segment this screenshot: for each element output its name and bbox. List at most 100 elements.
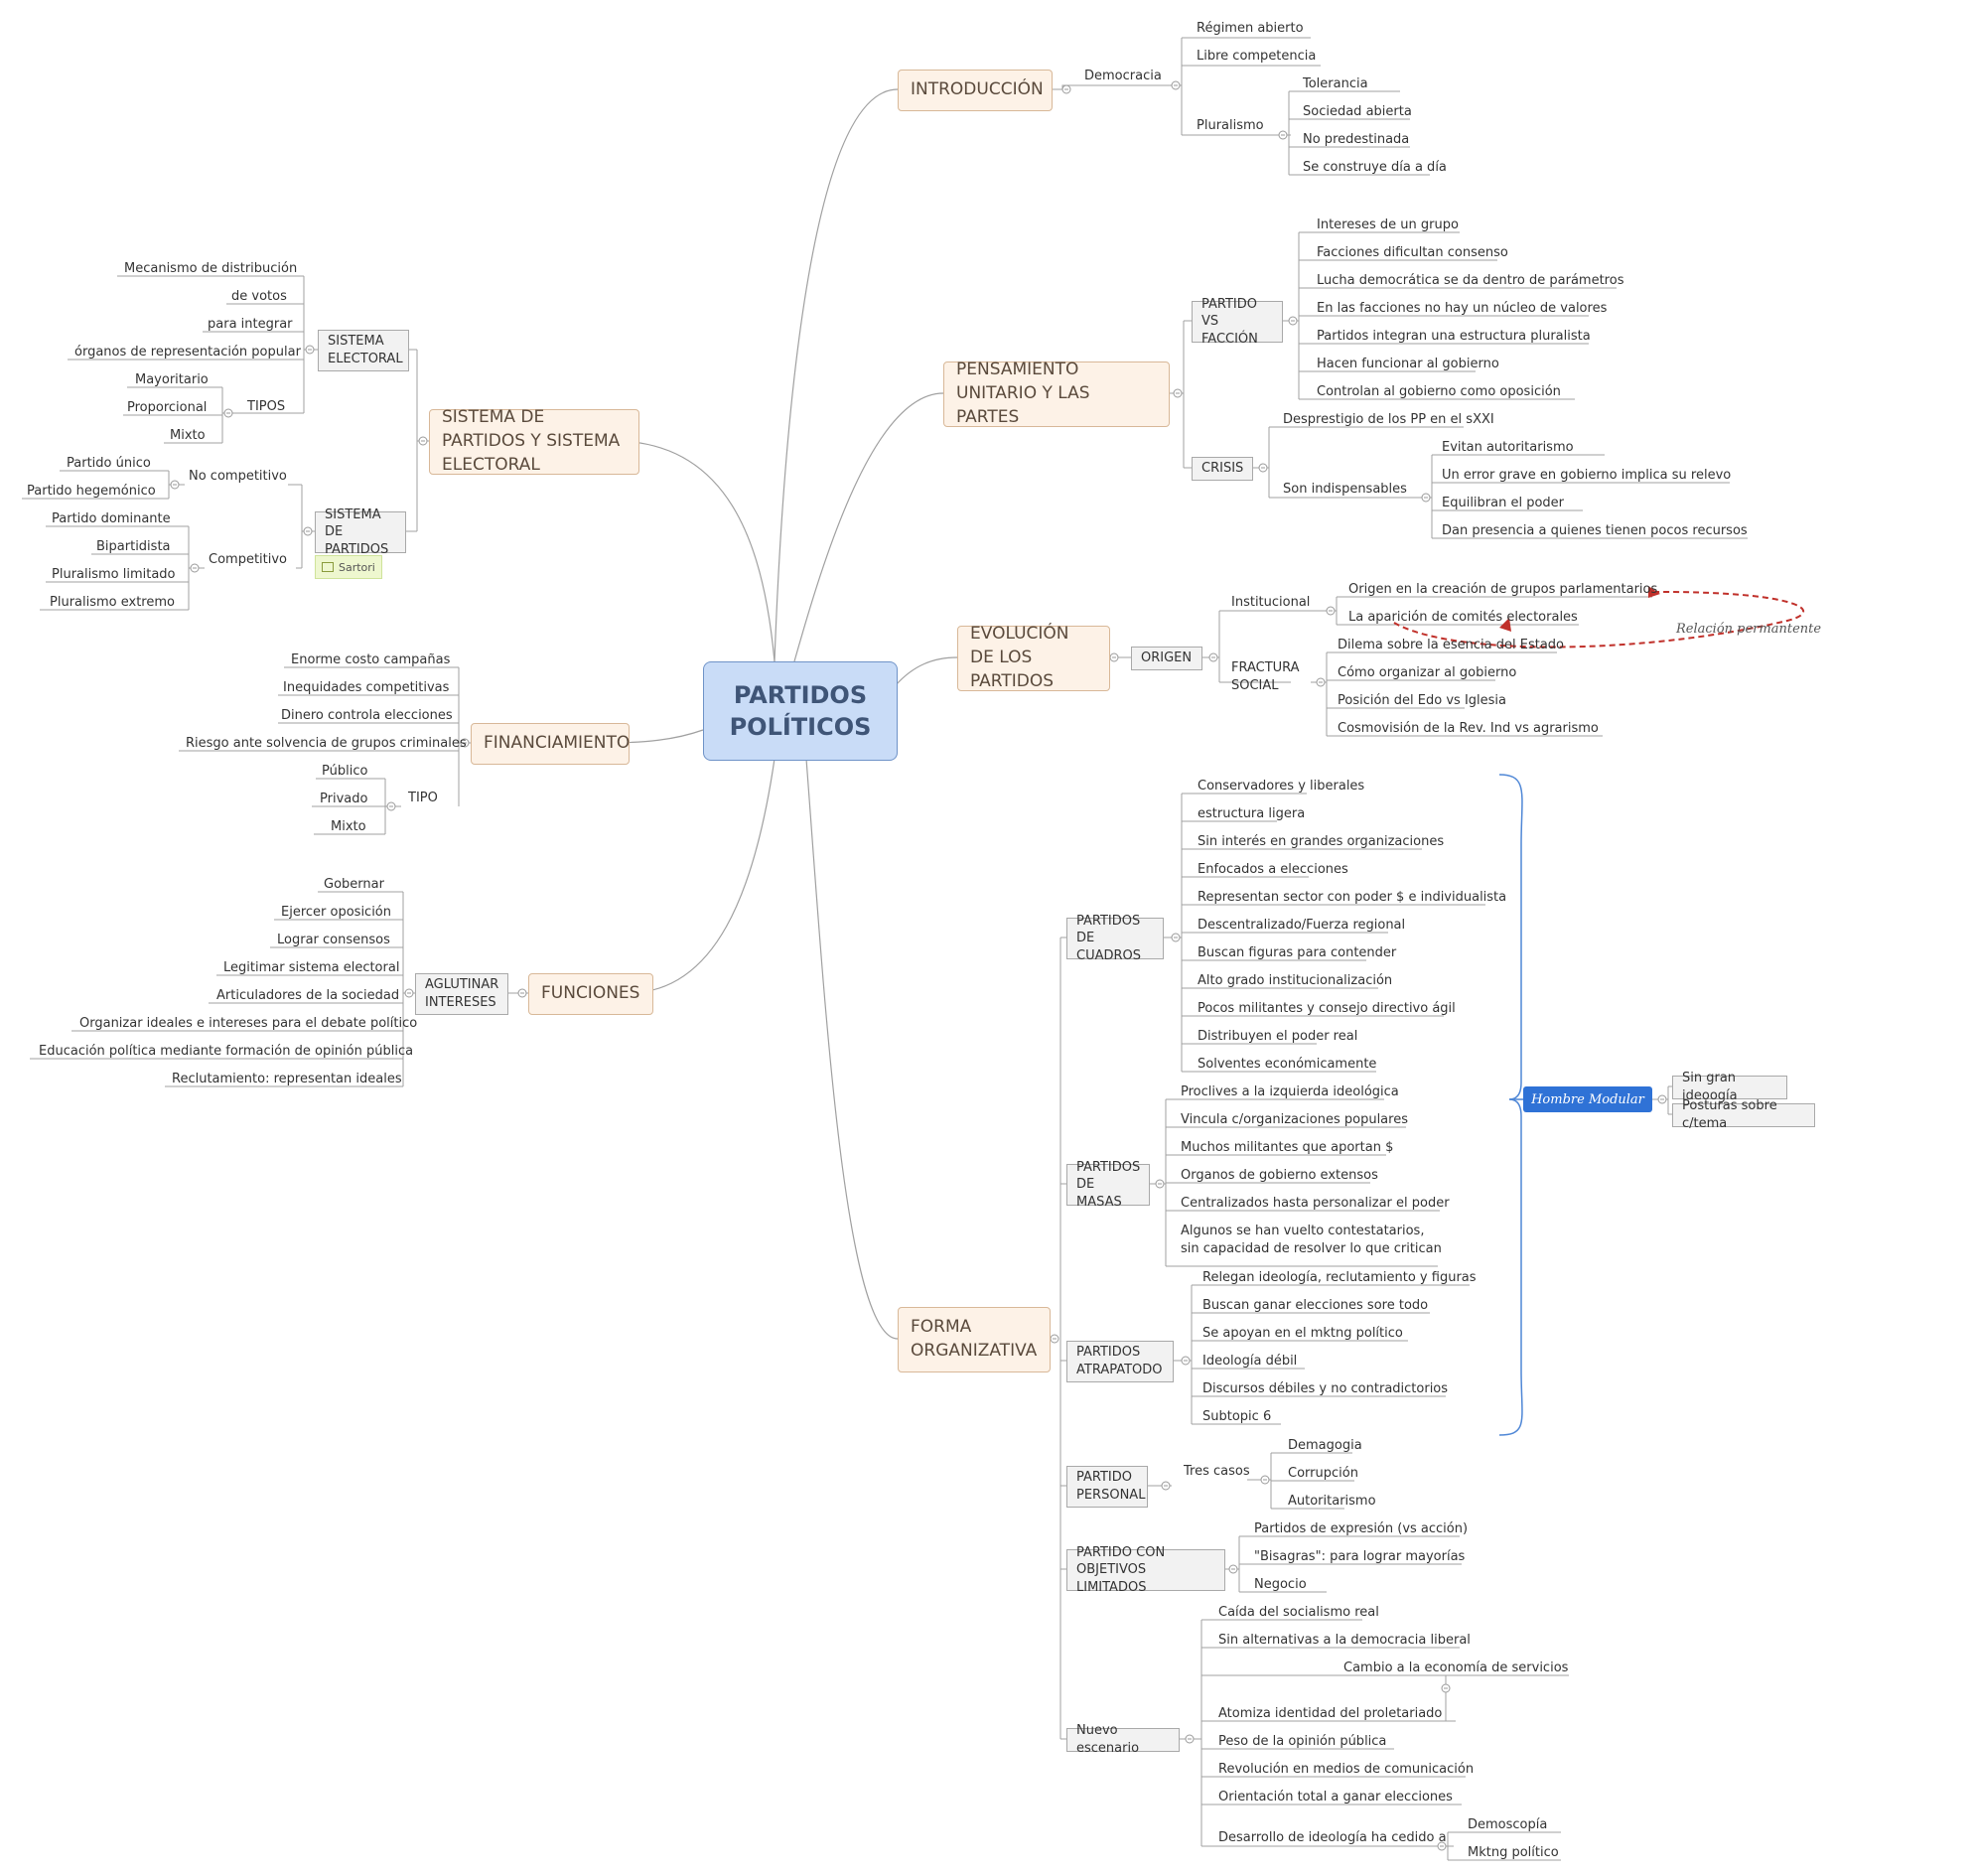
leaf-dinero-controla[interactable]: Dinero controla elecciones [281,708,453,723]
leaf-se-construye[interactable]: Se construye día a día [1303,160,1447,175]
leaf-lucha-democratica[interactable]: Lucha democrática se da dentro de paráme… [1317,273,1624,288]
leaf-organos-representacion[interactable]: órganos de representación popular [74,345,301,360]
leaf-no-predestinada[interactable]: No predestinada [1303,132,1410,147]
topic-hombre-modular[interactable]: Hombre Modular [1523,1086,1652,1112]
leaf-de-votos[interactable]: de votos [231,289,287,304]
leaf-intereses-grupo[interactable]: Intereses de un grupo [1317,217,1459,232]
leaf-atrapatodo-2[interactable]: Buscan ganar elecciones sore todo [1202,1298,1429,1313]
leaf-atrapatodo-4[interactable]: Ideología débil [1202,1354,1298,1369]
leaf-mecanismo[interactable]: Mecanismo de distribución [124,261,298,276]
topic-partidos-masas[interactable]: PARTIDOS DE MASAS [1066,1160,1150,1210]
leaf-pluralismo-limitado[interactable]: Pluralismo limitado [52,567,176,582]
leaf-cuadros-1[interactable]: Conservadores y liberales [1198,779,1365,794]
label-tipo[interactable]: TIPO [408,791,438,805]
leaf-origen-grupos-parlamentarios[interactable]: Origen en la creación de grupos parlamen… [1348,582,1658,597]
leaf-sociedad-abierta[interactable]: Sociedad abierta [1303,104,1412,119]
leaf-atrapatodo-5[interactable]: Discursos débiles y no contradictorios [1202,1381,1449,1396]
topic-aglutinar-intereses[interactable]: AGLUTINAR INTERESES [415,973,508,1015]
leaf-riesgo-solvencia[interactable]: Riesgo ante solvencia de grupos criminal… [186,736,467,751]
leaf-atomiza-identidad[interactable]: Atomiza identidad del proletariado [1218,1706,1443,1721]
leaf-cuadros-3[interactable]: Sin interés en grandes organizaciones [1198,834,1445,849]
topic-partido-personal[interactable]: PARTIDO PERSONAL [1066,1466,1148,1508]
leaf-proporcional[interactable]: Proporcional [127,400,208,415]
leaf-dan-presencia[interactable]: Dan presencia a quienes tienen pocos rec… [1442,523,1748,538]
leaf-articuladores[interactable]: Articuladores de la sociedad [216,988,400,1003]
topic-partidos-cuadros[interactable]: PARTIDOS DE CUADROS [1066,914,1164,963]
topic-introduccion[interactable]: INTRODUCCIÓN [898,70,1053,111]
leaf-autoritarismo[interactable]: Autoritarismo [1288,1494,1376,1509]
leaf-comites-electorales[interactable]: La aparición de comités electorales [1348,610,1578,625]
topic-funciones[interactable]: FUNCIONES [528,973,653,1015]
leaf-mayoritario[interactable]: Mayoritario [135,372,209,387]
leaf-mixto-electoral[interactable]: Mixto [170,428,206,443]
label-competitivo[interactable]: Competitivo [209,552,288,567]
topic-sin-gran-ideologia[interactable]: Sin gran ideoogía [1672,1071,1787,1103]
topic-nuevo-escenario[interactable]: Nuevo escenario [1066,1723,1180,1756]
leaf-cuadros-9[interactable]: Pocos militantes y consejo directivo ági… [1198,1001,1456,1016]
leaf-cuadros-4[interactable]: Enfocados a elecciones [1198,862,1348,877]
leaf-sin-alternativas[interactable]: Sin alternativas a la democracia liberal [1218,1633,1471,1648]
leaf-masas-3[interactable]: Muchos militantes que aportan $ [1181,1140,1394,1155]
topic-crisis[interactable]: CRISIS [1192,457,1253,481]
leaf-demoscopia[interactable]: Demoscopía [1468,1817,1548,1832]
leaf-reclutamiento[interactable]: Reclutamiento: representan ideales [172,1072,402,1086]
topic-sistema-partidos[interactable]: SISTEMA DE PARTIDOS Y SISTEMA ELECTORAL [429,407,639,475]
leaf-orientacion-elecciones[interactable]: Orientación total a ganar elecciones [1218,1790,1453,1804]
leaf-ejercer-oposicion[interactable]: Ejercer oposición [281,905,392,920]
leaf-cuadros-11[interactable]: Solventes económicamente [1198,1057,1377,1072]
leaf-masas-2[interactable]: Vincula c/organizaciones populares [1181,1112,1408,1127]
leaf-evitan-autoritarismo[interactable]: Evitan autoritarismo [1442,440,1574,455]
leaf-facciones-consenso[interactable]: Facciones dificultan consenso [1317,245,1508,260]
topic-posturas-tema[interactable]: Posturas sobre c/tema [1672,1098,1815,1131]
leaf-atrapatodo-6[interactable]: Subtopic 6 [1202,1409,1272,1424]
leaf-masas-6[interactable]: Algunos se han vuelto contestatarios,sin… [1181,1224,1442,1256]
leaf-funcionar-gobierno[interactable]: Hacen funcionar al gobierno [1317,357,1499,371]
leaf-corrupcion[interactable]: Corrupción [1288,1466,1358,1481]
leaf-atrapatodo-3[interactable]: Se apoyan en el mktng político [1202,1326,1403,1341]
leaf-equilibran-poder[interactable]: Equilibran el poder [1442,496,1565,510]
leaf-estructura-pluralista[interactable]: Partidos integran una estructura plurali… [1317,329,1591,344]
label-desarrollo-ideologia[interactable]: Desarrollo de ideología ha cedido a [1218,1830,1447,1845]
leaf-revolucion-medios[interactable]: Revolución en medios de comunicación [1218,1762,1475,1777]
leaf-cuadros-7[interactable]: Buscan figuras para contender [1198,945,1397,960]
leaf-cosmovision[interactable]: Cosmovisión de la Rev. Ind vs agrarismo [1338,721,1599,736]
leaf-partido-hegemonico[interactable]: Partido hegemónico [27,484,156,499]
leaf-controlan-gobierno[interactable]: Controlan al gobierno como oposición [1317,384,1561,399]
leaf-caida-socialismo[interactable]: Caída del socialismo real [1218,1605,1379,1620]
leaf-tolerancia[interactable]: Tolerancia [1303,76,1368,91]
leaf-libre-competencia[interactable]: Libre competencia [1197,49,1317,64]
note-sartori[interactable]: Sartori [315,555,382,579]
leaf-dilema-estado[interactable]: Dilema sobre la esencia del Estado [1338,638,1564,652]
leaf-bisagras[interactable]: "Bisagras": para lograr mayorías [1254,1549,1466,1564]
leaf-para-integrar[interactable]: para integrar [208,317,293,332]
leaf-bipartidista[interactable]: Bipartidista [96,539,171,554]
topic-origen[interactable]: ORIGEN [1131,647,1202,670]
leaf-partidos-expresion[interactable]: Partidos de expresión (vs acción) [1254,1521,1469,1536]
leaf-nucleo-valores[interactable]: En las facciones no hay un núcleo de val… [1317,301,1608,316]
topic-financiamiento[interactable]: FINANCIAMIENTO [471,723,630,765]
leaf-masas-4[interactable]: Organos de gobierno extensos [1181,1168,1378,1183]
leaf-atrapatodo-1[interactable]: Relegan ideología, reclutamiento y figur… [1202,1270,1477,1285]
leaf-publico[interactable]: Público [322,764,368,779]
leaf-negocio[interactable]: Negocio [1254,1577,1307,1592]
leaf-privado[interactable]: Privado [320,792,368,806]
leaf-cuadros-8[interactable]: Alto grado institucionalización [1198,973,1393,988]
label-no-competitivo[interactable]: No competitivo [189,469,287,484]
leaf-mktng-politico[interactable]: Mktng político [1468,1845,1559,1860]
label-tres-casos[interactable]: Tres casos [1184,1464,1250,1479]
topic-forma-organizativa[interactable]: FORMA ORGANIZATIVA [898,1307,1051,1372]
leaf-lograr-consensos[interactable]: Lograr consensos [277,933,390,947]
topic-partidos-atrapatodo[interactable]: PARTIDOS ATRAPATODO [1066,1341,1174,1382]
leaf-mixto-financiamiento[interactable]: Mixto [331,819,366,834]
leaf-cuadros-6[interactable]: Descentralizado/Fuerza regional [1198,918,1406,933]
leaf-cambio-economia[interactable]: Cambio a la economía de servicios [1343,1660,1569,1675]
leaf-masas-1[interactable]: Proclives a la izquierda ideológica [1181,1084,1399,1099]
leaf-enorme-costo[interactable]: Enorme costo campañas [291,652,451,667]
label-democracia[interactable]: Democracia [1084,69,1162,83]
topic-pensamiento-unitario[interactable]: PENSAMIENTO UNITARIO Y LAS PARTES [943,360,1170,427]
topic-sistema-electoral[interactable]: SISTEMA ELECTORAL [318,330,409,371]
leaf-peso-opinion[interactable]: Peso de la opinión pública [1218,1734,1387,1749]
topic-sistema-de-partidos[interactable]: SISTEMA DE PARTIDOS [315,507,406,557]
leaf-educacion-politica[interactable]: Educación política mediante formación de… [39,1044,414,1059]
